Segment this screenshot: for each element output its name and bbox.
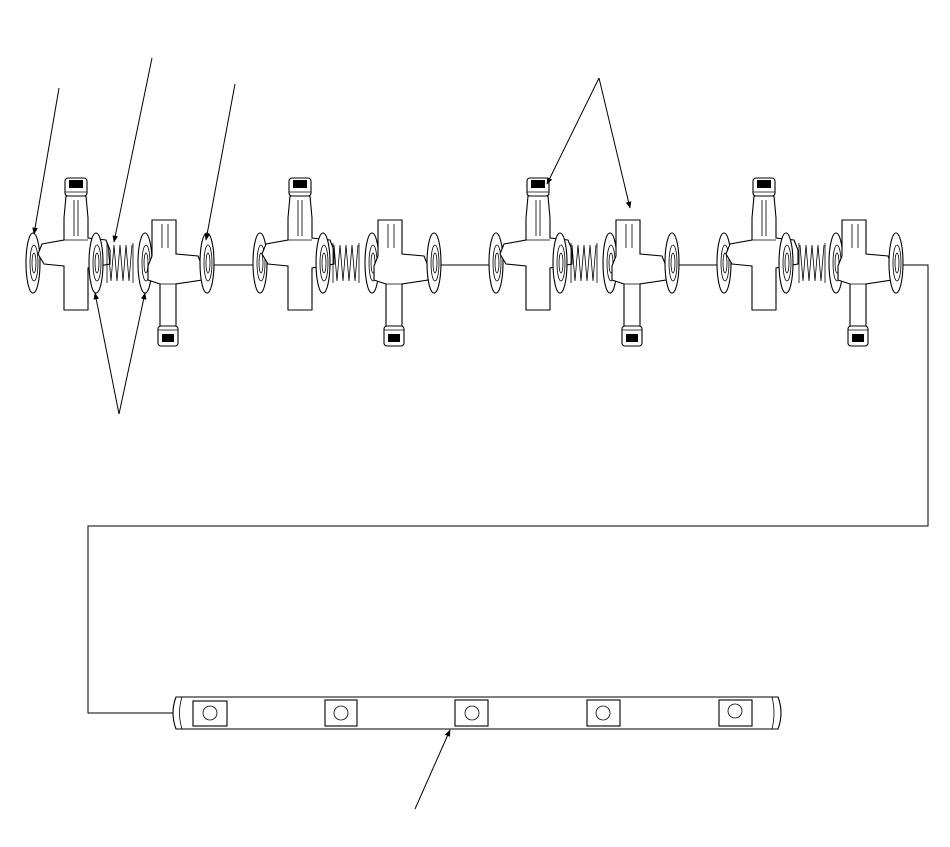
washer: [252, 232, 268, 294]
shaft-bolt: [454, 699, 489, 727]
rocker-arm: [373, 219, 429, 347]
washer: [888, 232, 904, 294]
spring: [570, 242, 598, 284]
rocker-assembly-1: [25, 177, 215, 347]
washer: [664, 232, 680, 294]
shaft-bolt: [324, 699, 358, 727]
leader-line: [598, 77, 632, 209]
shaft-bolt: [718, 699, 753, 727]
leader-line: [112, 57, 153, 243]
callout-leaders: [32, 57, 632, 810]
washer: [426, 232, 442, 294]
assembly-connector-lines: [87, 264, 929, 714]
washer: [716, 232, 732, 294]
spring: [332, 242, 360, 284]
rocker-shaft: [172, 696, 782, 730]
leader-line: [32, 87, 60, 235]
spring: [798, 242, 826, 284]
rocker-assembly-3: [488, 177, 680, 347]
rocker-assembly-2: [252, 177, 442, 347]
rocker-arm: [611, 219, 667, 347]
washer: [199, 232, 215, 294]
washer: [25, 232, 41, 294]
leader-line: [414, 729, 451, 810]
leader-line: [546, 77, 600, 185]
rocker-arm: [147, 219, 203, 347]
shaft-bolt: [192, 700, 228, 727]
rocker-arm: [837, 219, 893, 347]
washer: [488, 232, 504, 294]
washer: [315, 232, 331, 294]
leader-line: [93, 292, 120, 415]
leader-line: [118, 292, 147, 415]
shaft-bolt: [586, 699, 621, 727]
rocker-assembly-4: [716, 177, 904, 347]
washer: [778, 232, 794, 294]
washer: [88, 232, 104, 294]
washer: [552, 232, 568, 294]
leader-line: [204, 83, 236, 241]
spring: [106, 242, 134, 284]
